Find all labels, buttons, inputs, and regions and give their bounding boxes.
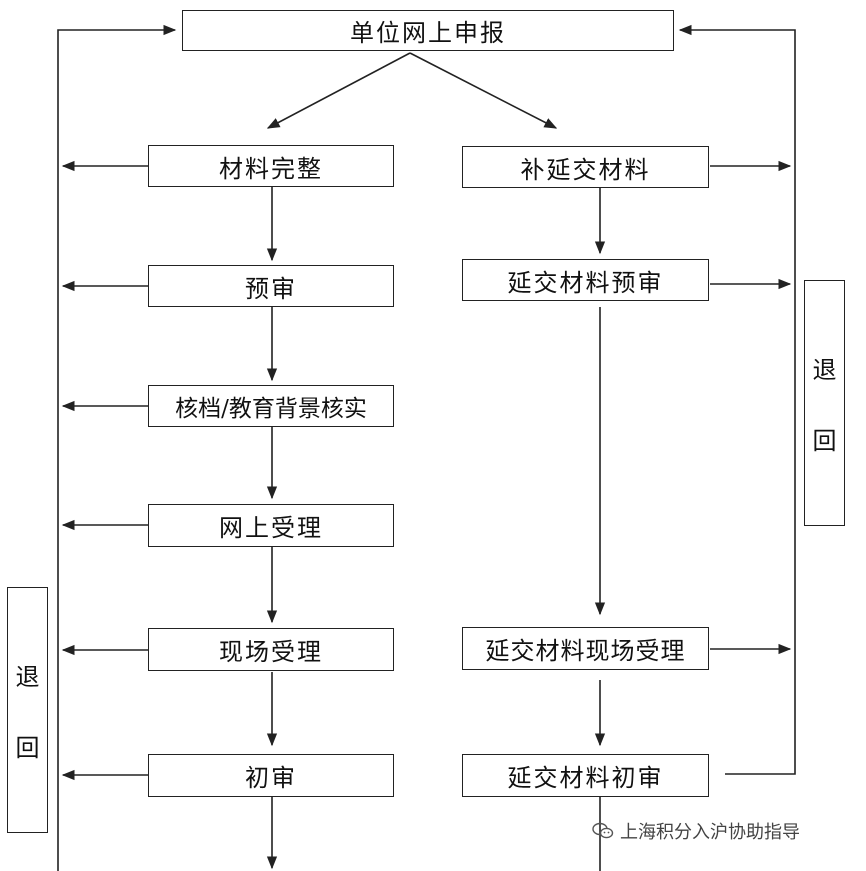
node-late-materials-first-review: 延交材料初审 [462,754,709,797]
return-rail-right [678,24,796,775]
arrow-top-to-left [266,52,411,129]
wechat-icon [592,822,614,839]
return-char-1: 退 [812,356,837,384]
node-supplement-materials: 补延交材料 [462,146,709,188]
return-char-1: 退 [15,663,40,691]
return-rail-left [57,24,177,871]
node-online-application: 单位网上申报 [182,10,674,51]
node-archive-education-verify: 核档/教育背景核实 [148,385,394,427]
node-late-materials-pre-review: 延交材料预审 [462,259,709,301]
watermark-text: 上海积分入沪协助指导 [620,822,800,843]
return-char-2: 回 [15,734,40,762]
return-char-2: 回 [812,427,837,455]
node-onsite-acceptance: 现场受理 [148,628,394,671]
return-box-left: 退 回 [7,587,48,833]
arrow-top-to-right [409,52,558,129]
node-online-acceptance: 网上受理 [148,504,394,547]
node-first-review: 初审 [148,754,394,797]
return-box-right: 退 回 [804,280,845,526]
node-late-materials-onsite-acceptance: 延交材料现场受理 [462,627,709,670]
node-pre-review: 预审 [148,265,394,307]
node-materials-complete: 材料完整 [148,145,394,187]
watermark: 上海积分入沪协助指导 [592,818,800,844]
